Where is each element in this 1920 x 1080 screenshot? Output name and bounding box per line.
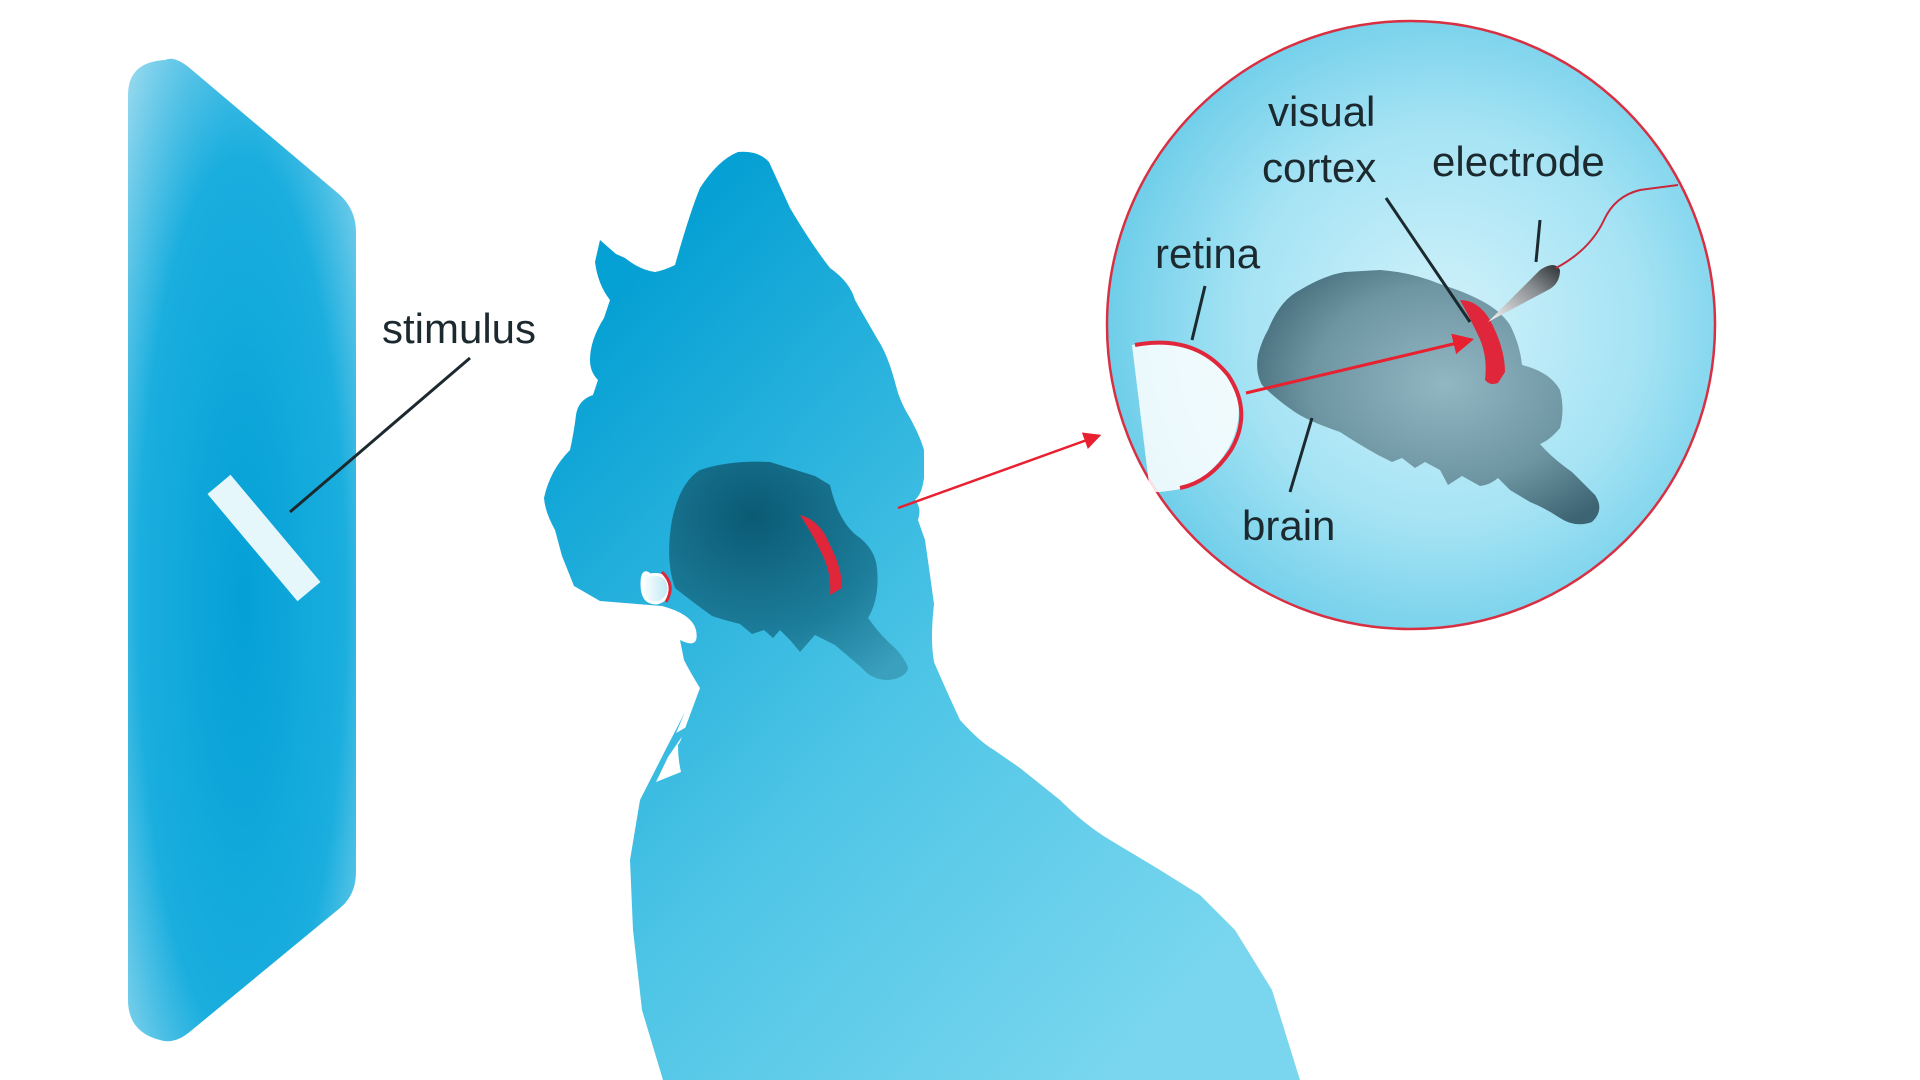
stimulus-label: stimulus [382,305,536,352]
magnify-arrow [897,432,1102,510]
retina-curve [1134,340,1244,490]
magnified-view: visual cortex electrode retina brain [1105,19,1717,631]
brain-leader-line [1288,417,1314,493]
retina-leader-line [1190,285,1207,341]
electrode-wire [1555,184,1679,269]
visual-cortex-label-line1: visual [1268,88,1375,135]
visual-cortex [1460,300,1505,384]
cat-body [544,151,1300,1080]
retina-eye-cup [1132,342,1239,493]
cat-brain [669,461,908,680]
retina-label: retina [1155,230,1261,277]
cat [544,151,1300,1080]
stimulus-bar [207,474,321,602]
screen-panel [128,58,356,1042]
brain [1257,270,1600,525]
cat-retina [660,570,672,603]
electrode-leader-line [1534,219,1542,263]
electrode-label: electrode [1432,138,1605,185]
display-screen [128,58,356,1042]
visual-cortex-label-line2: cortex [1262,144,1376,191]
signal-arrow [1245,333,1475,395]
cat-visual-cortex [800,515,842,595]
electrode [1488,265,1560,322]
stimulus-leader-line [289,356,471,514]
visual-cortex-leader-line [1384,197,1472,323]
brain-label: brain [1242,502,1335,549]
